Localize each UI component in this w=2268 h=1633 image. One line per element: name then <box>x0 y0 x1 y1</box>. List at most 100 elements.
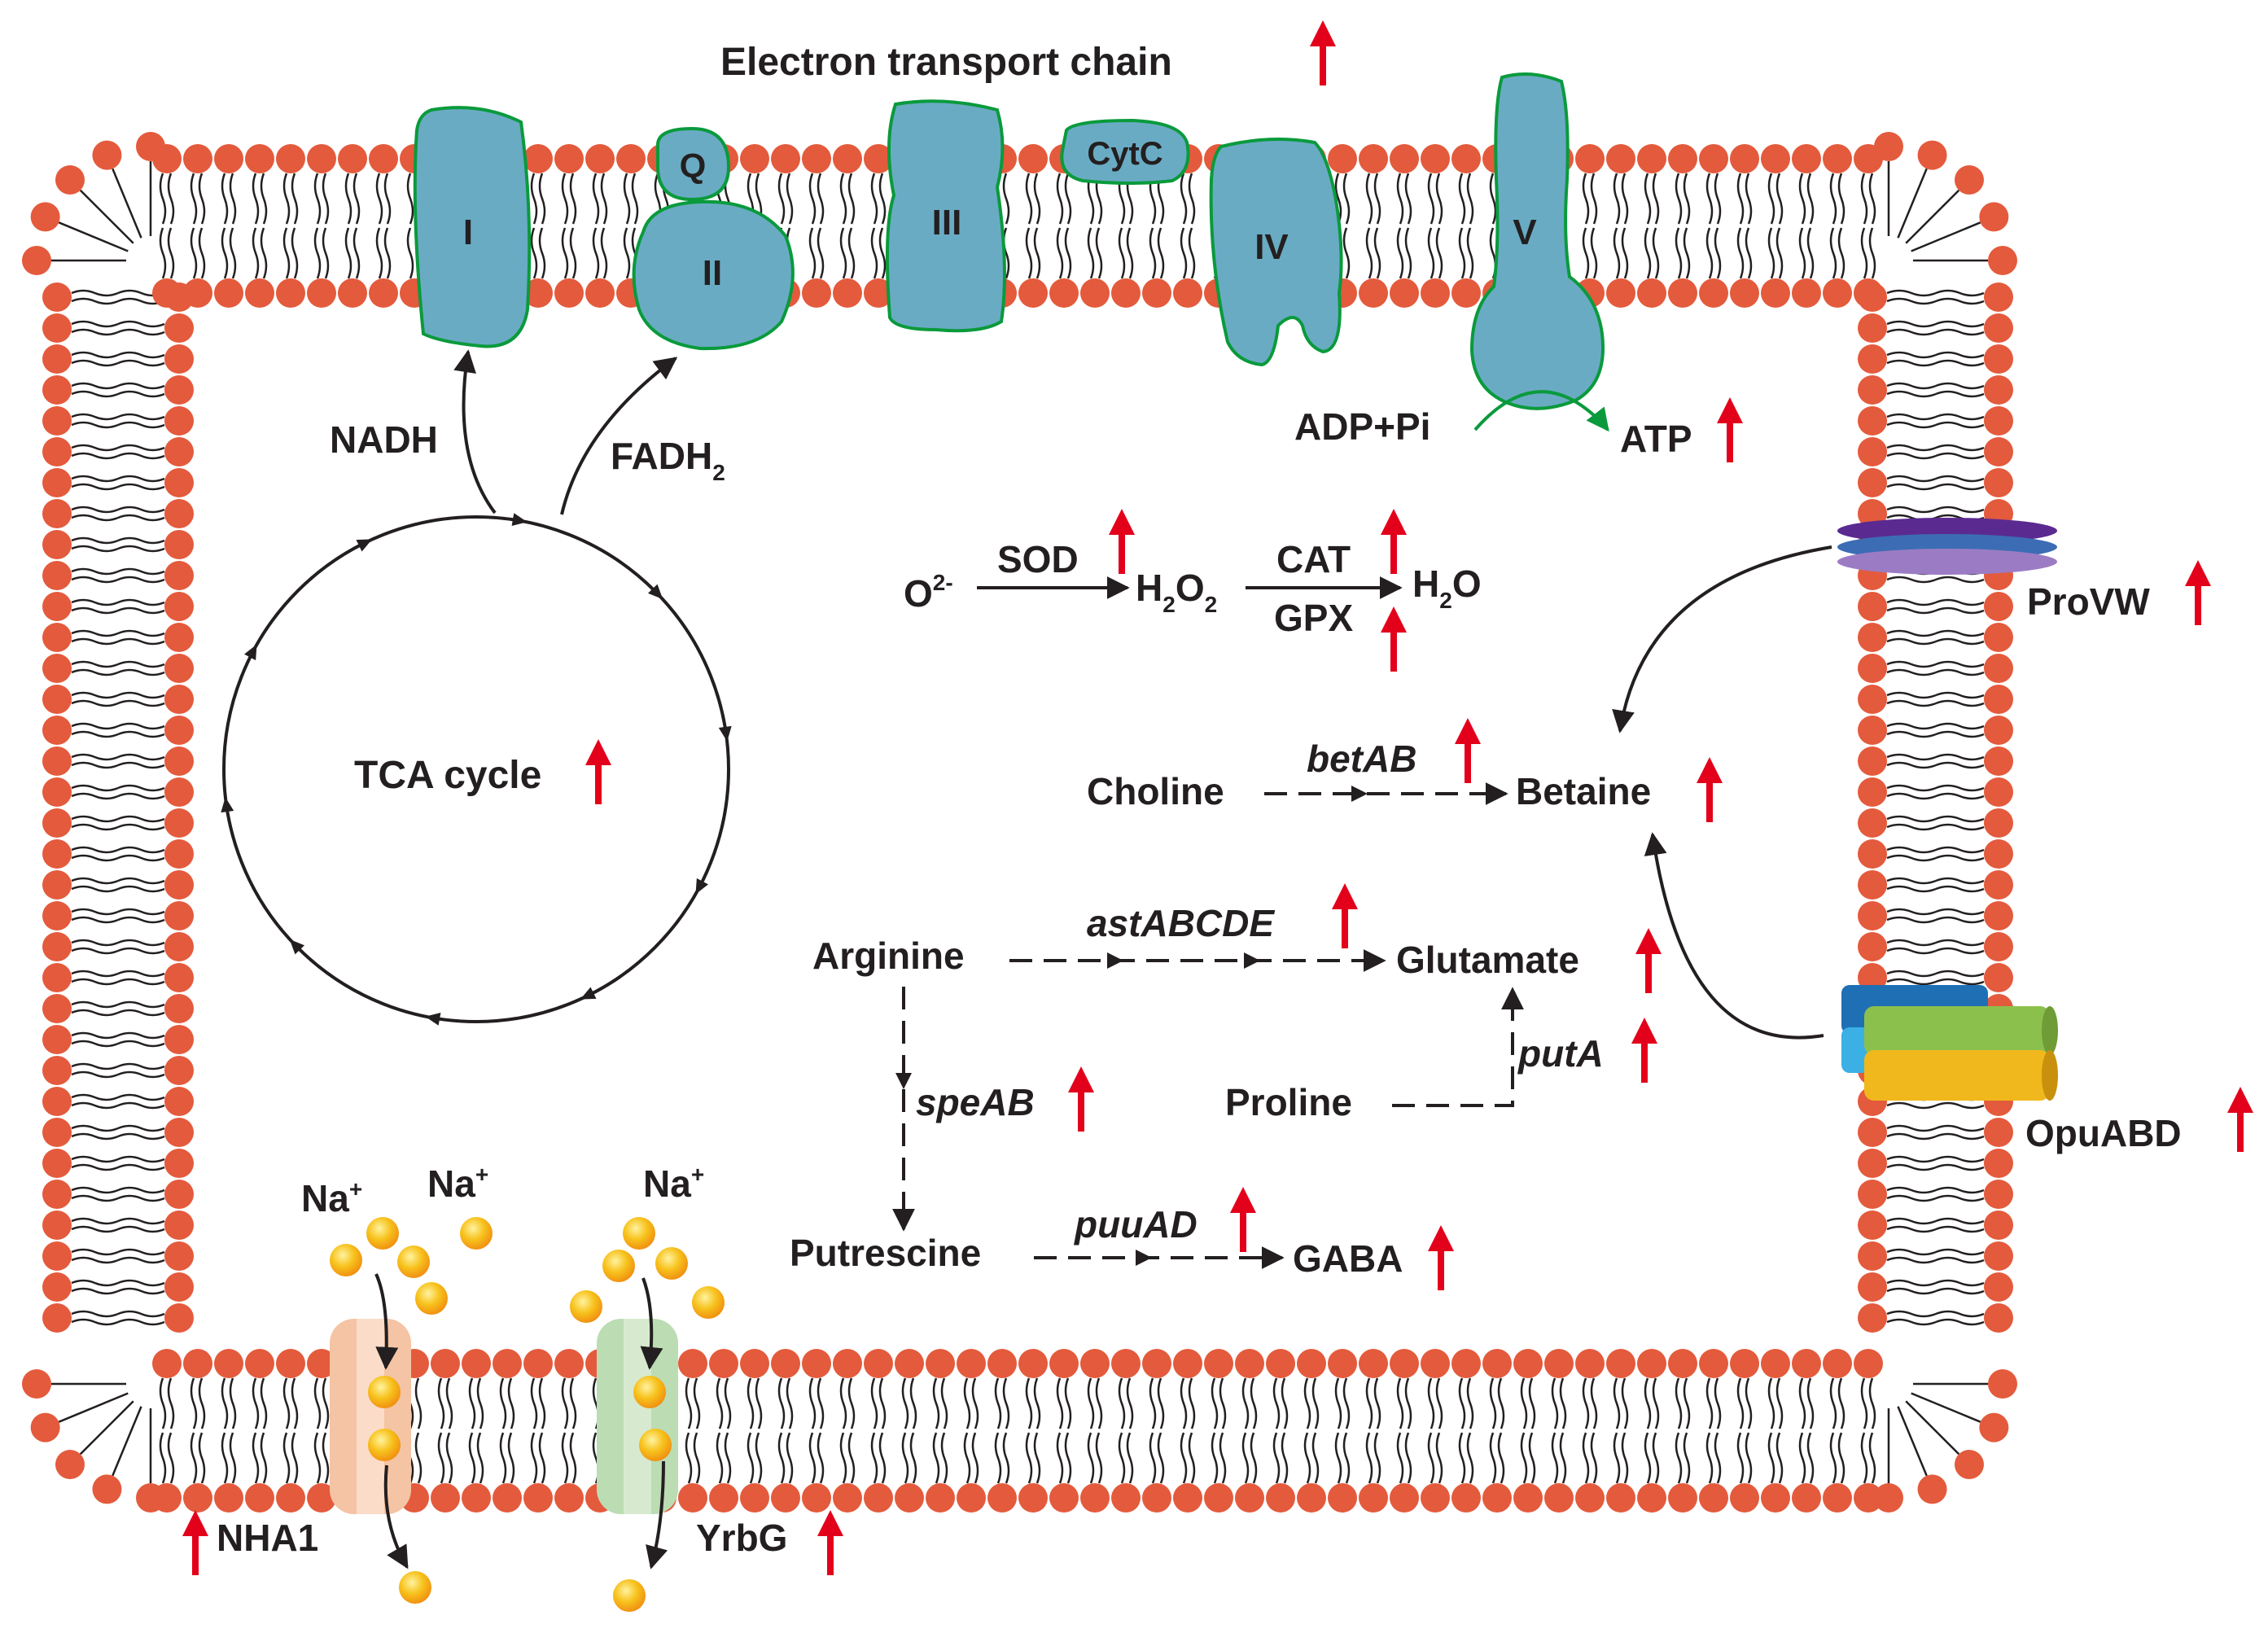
lipid-tail <box>117 1062 165 1070</box>
lipid-tail <box>414 1432 423 1484</box>
lipid-tail <box>71 792 119 800</box>
lipid-tail <box>1188 227 1196 279</box>
lipid-tail <box>1064 173 1072 225</box>
lipid-head <box>214 144 243 173</box>
lipid-tail <box>71 1217 119 1225</box>
lipid-tail <box>1520 1432 1528 1484</box>
lipid-head <box>1858 1180 1887 1209</box>
lipid-tail <box>1886 1287 1937 1295</box>
lipid-head <box>1606 1483 1635 1513</box>
lipid-tail <box>1935 637 1985 646</box>
lipid-tail <box>1935 877 1985 885</box>
lipid-tail <box>1118 1377 1126 1429</box>
lipid-head <box>1823 144 1852 173</box>
lipid-tail <box>1272 1377 1281 1429</box>
lipid-tail <box>71 629 119 637</box>
lipid-head <box>1513 1349 1543 1378</box>
lipid-head <box>1858 746 1887 776</box>
lipid-tail <box>1886 1163 1937 1171</box>
lipid-tail <box>1775 227 1784 279</box>
lipid-head <box>214 1349 243 1378</box>
lipid-tail <box>817 1377 825 1429</box>
lipid-tail <box>1652 1432 1660 1484</box>
lipid-head <box>1984 1241 2013 1271</box>
lipid-tail <box>1886 506 1937 514</box>
lipid-tail <box>1188 1377 1196 1429</box>
lipid-head <box>183 1483 212 1513</box>
lipid-head <box>1235 1349 1264 1378</box>
lipid-head <box>864 278 893 308</box>
lipid-tail <box>1935 1101 1985 1110</box>
lipid-head <box>1575 1349 1605 1378</box>
lipid-head <box>1606 278 1635 308</box>
lipid-tail <box>693 1432 701 1484</box>
lipid-tail <box>117 877 165 885</box>
lipid-head <box>1984 313 2013 343</box>
up-arrow-gaba <box>1428 1225 1454 1290</box>
lipid-tail <box>1373 1432 1381 1484</box>
lipid-head <box>42 282 72 312</box>
lipid-head <box>740 1483 769 1513</box>
lipid-tail <box>1002 1377 1010 1429</box>
lipid-tail <box>71 1279 119 1287</box>
lipid-head <box>42 375 72 405</box>
lipid-tail <box>117 1287 165 1295</box>
lipid-head <box>164 1149 194 1178</box>
lipid-head <box>42 592 72 621</box>
lipid-head <box>42 344 72 374</box>
lipid-tail <box>1886 784 1937 792</box>
lipid-head <box>164 282 194 312</box>
lipid-tail <box>1714 1432 1722 1484</box>
lipid-head <box>1111 1483 1141 1513</box>
lipid-tail <box>1806 227 1815 279</box>
lipid-tail <box>260 173 268 225</box>
lipid-head <box>1359 278 1388 308</box>
up-arrow-nha1 <box>182 1510 208 1575</box>
lipid-tail <box>468 1432 476 1484</box>
lipid-head <box>1984 344 2013 374</box>
lipid-tail <box>817 227 825 279</box>
lipid-tail <box>1064 227 1072 279</box>
provw-transporter <box>1837 518 2057 575</box>
lipid-tail <box>1935 1248 1985 1256</box>
lipid-tail <box>71 576 119 584</box>
lipid-head <box>1858 901 1887 930</box>
lipid-head <box>1390 278 1419 308</box>
lipid-tail <box>592 227 600 279</box>
lipid-head <box>1984 282 2013 312</box>
lipid-tail <box>383 227 392 279</box>
lipid-head <box>164 746 194 776</box>
lipid-head <box>1080 278 1110 308</box>
lipid-head <box>431 1349 460 1378</box>
lipid-tail <box>117 382 165 390</box>
lipid-head <box>1730 278 1759 308</box>
lipid-head <box>1668 1349 1697 1378</box>
na-label-1: Na+ <box>301 1176 362 1219</box>
lipid-tail <box>1935 1318 1985 1326</box>
lipid-head <box>30 202 60 232</box>
lipid-tail <box>322 227 330 279</box>
lipid-tail <box>569 1432 577 1484</box>
lipid-tail <box>117 637 165 646</box>
lipid-head <box>164 1241 194 1271</box>
sodium-ion <box>330 1244 362 1276</box>
nadh-arrow <box>453 349 497 514</box>
lipid-tail <box>71 660 119 668</box>
lipid-head <box>1390 1349 1419 1378</box>
lipid-head <box>1858 623 1887 652</box>
sodium-ion <box>397 1246 430 1278</box>
lipid-tail <box>1435 227 1443 279</box>
lipid-tail <box>71 1000 119 1009</box>
tca-arrowhead <box>647 584 663 600</box>
lipid-tail <box>817 1432 825 1484</box>
lipid-head <box>136 1483 165 1513</box>
up-arrow-gpx <box>1381 606 1407 672</box>
lipid-tail <box>260 1432 268 1484</box>
lipid-head <box>1984 437 2013 466</box>
lipid-tail <box>159 173 167 225</box>
lipid-tail <box>1118 227 1126 279</box>
lipid-head <box>1204 1349 1233 1378</box>
lipid-tail <box>1935 1155 1985 1163</box>
lipid-head <box>462 1483 491 1513</box>
lipid-tail <box>71 916 119 924</box>
